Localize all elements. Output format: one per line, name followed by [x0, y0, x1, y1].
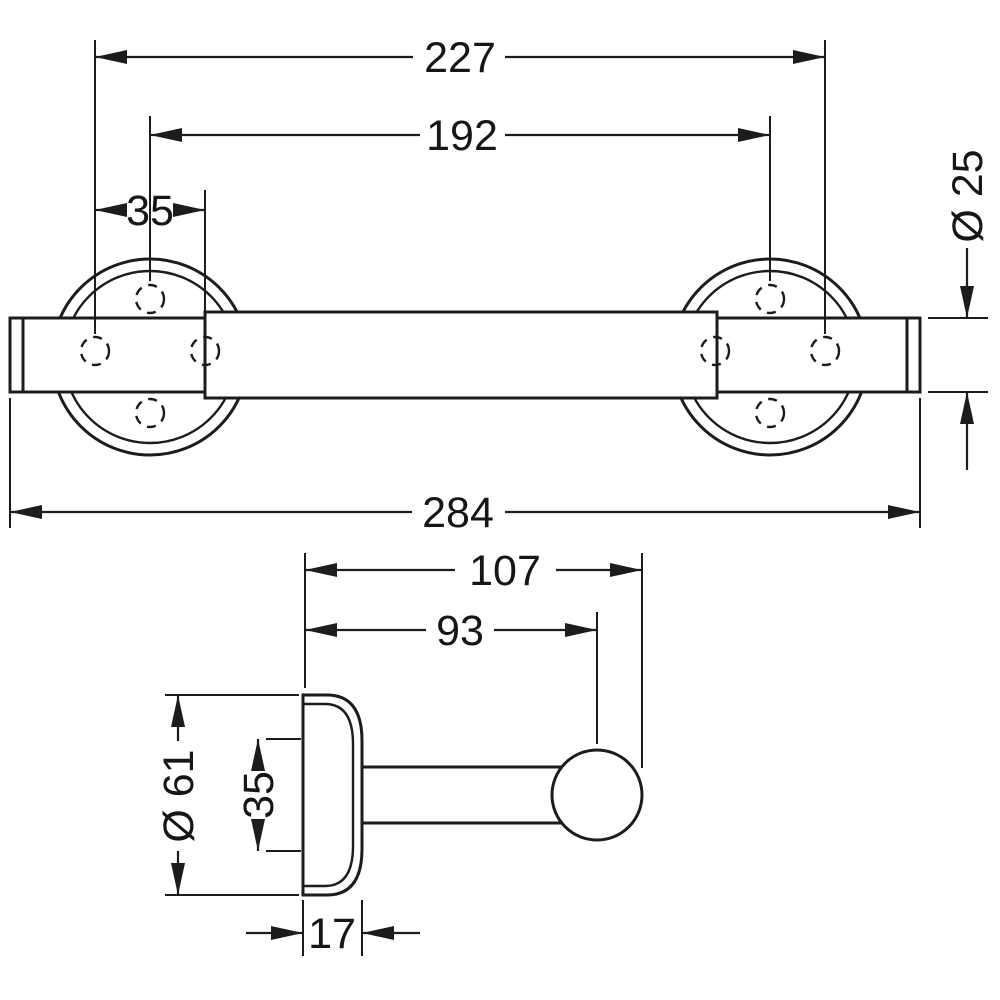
dimension-label: 107: [469, 547, 541, 595]
arrowhead-icon: [305, 623, 337, 637]
dimension-outer-holes: 227: [94, 34, 826, 334]
dimension-hole-pitch-front: 35: [95, 187, 206, 334]
arrowhead-icon: [171, 695, 185, 727]
dimension-flange-diameter: Ø 61: [155, 694, 299, 896]
bar-end-cap-right: [905, 316, 922, 394]
dimension-label: 35: [235, 771, 283, 819]
front-view: 227 192 35 Ø 25: [8, 34, 992, 537]
dimension-center-depth: 93: [305, 607, 598, 744]
arrowhead-icon: [171, 863, 185, 895]
arrowhead-icon: [960, 392, 974, 424]
plate-inner-contour: [303, 702, 355, 888]
dimension-total-depth: 107: [304, 547, 643, 768]
arrowhead-icon: [738, 128, 770, 142]
dimension-label: Ø 25: [944, 149, 992, 242]
support-arm: [362, 765, 562, 825]
bar-grip-sleeve: [203, 310, 719, 400]
dimension-overall-length: 284: [9, 398, 921, 537]
plate-outline: [301, 693, 364, 897]
arrowhead-icon: [251, 819, 265, 851]
dimension-label: Ø 61: [155, 749, 203, 842]
arrowhead-icon: [793, 50, 825, 64]
arrowhead-icon: [251, 739, 265, 771]
arrowhead-icon: [95, 50, 127, 64]
arrowhead-icon: [362, 926, 394, 940]
arrowhead-icon: [95, 203, 127, 217]
hole-icon: [189, 335, 221, 367]
dimension-plate-depth: 17: [246, 900, 420, 958]
arrowhead-icon: [888, 505, 920, 519]
hole-icon: [134, 283, 166, 315]
hole-icon: [134, 397, 166, 429]
arrowhead-icon: [10, 505, 42, 519]
side-view: 107 93 Ø 61 35: [155, 547, 644, 958]
bar-cross-section: [550, 748, 644, 842]
dimension-hole-pitch-side: 35: [235, 738, 301, 852]
mounting-holes: [79, 283, 841, 429]
dimension-label: 17: [308, 910, 356, 958]
hole-icon: [809, 335, 841, 367]
bar-end-cap-left: [8, 316, 25, 394]
arrowhead-icon: [150, 128, 182, 142]
wall-plate: [301, 693, 364, 897]
dimension-label: 35: [126, 187, 174, 235]
arrowhead-icon: [565, 623, 597, 637]
arrowhead-icon: [960, 286, 974, 318]
arrowhead-icon: [305, 563, 337, 577]
dimension-label: 192: [426, 112, 498, 160]
hole-icon: [754, 397, 786, 429]
hole-icon: [79, 335, 111, 367]
dimension-label: 284: [422, 489, 494, 537]
dimension-bar-diameter: Ø 25: [928, 149, 992, 470]
grab-bar: [8, 310, 922, 400]
arrowhead-icon: [271, 926, 303, 940]
dimension-flange-centers: 192: [149, 112, 771, 281]
arrowhead-icon: [610, 563, 642, 577]
arrowhead-icon: [173, 203, 205, 217]
dimension-label: 93: [436, 607, 484, 655]
hole-icon: [754, 283, 786, 315]
hole-icon: [699, 335, 731, 367]
dimension-label: 227: [424, 34, 496, 82]
